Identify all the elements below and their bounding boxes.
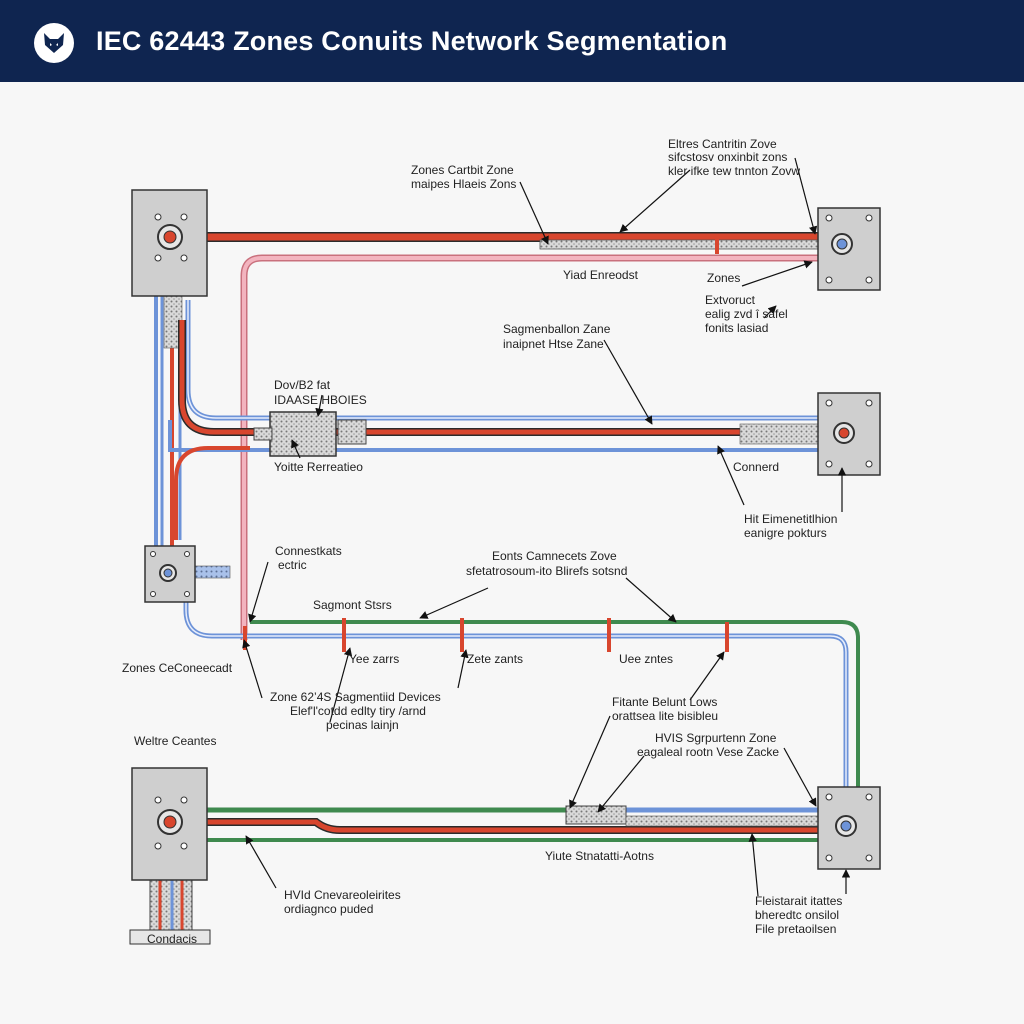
label-bheredtc-onsilol: bheredtc onsilol [755, 908, 839, 922]
label-idaase-hboies: IDAASE HBOIES [274, 393, 367, 407]
device-top-left [131, 189, 208, 297]
label-kler-ifke: kler ifke tew tnnton Zovw [668, 164, 800, 178]
label-hvid-cnevareoleirites: HVId Cnevareoleirites [284, 888, 401, 902]
page-title: IEC 62443 Zones Conuits Network Segmenta… [96, 26, 728, 56]
label-zete-zants: Zete zants [467, 652, 523, 666]
label-fitante-belunt-lows: Fitante Belunt Lows [612, 695, 717, 709]
label-hit-eimenetitlhion: Hit Eimenetitlhion [744, 512, 837, 526]
label-eleflcotdd: Elef'l'cotdd edlty tiry /arnd [290, 704, 426, 718]
label-fonits-lasiad: fonits lasiad [705, 321, 768, 335]
label-zones: Zones [707, 271, 740, 285]
conduits-box [129, 929, 211, 945]
label-connerd: Connerd [733, 460, 779, 474]
label-zones-ceconeecadt: Zones CeConeecadt [122, 661, 233, 675]
label-orattsea-lite: orattsea lite bisibleu [612, 709, 718, 723]
label-ectric: ectric [278, 558, 307, 572]
label-sagmont-stsrs: Sagmont Stsrs [313, 598, 392, 612]
label-yoitte-rerreatieo: Yoitte Rerreatieo [274, 460, 363, 474]
conduit-lines [149, 232, 860, 933]
label-uee-zntes: Uee zntes [619, 652, 673, 666]
left-junction-block [269, 411, 337, 457]
green-loop-conduit [250, 620, 860, 790]
label-sfetatrosoum: sfetatrosoum-ito Blirefs sotsnd [466, 564, 627, 578]
label-yee-zarrs: Yee zarrs [349, 652, 399, 666]
label-eltres-cantritin-zove: Eltres Cantritin Zove [668, 137, 777, 151]
label-eagaleal-rootn: eagaleal rootn Vese Zacke [637, 745, 779, 759]
wolf-logo-icon [34, 23, 74, 63]
diagram-labels: Zones Cartbit Zone maipes Hlaeis Zons El… [122, 137, 842, 946]
label-yiad-enreodst: Yiad Enreodst [563, 268, 639, 282]
label-file-pretaoilsen: File pretaoilsen [755, 922, 836, 936]
label-weltre-ceantes: Weltre Ceantes [134, 734, 216, 748]
label-zone-6245-sagmentiid: Zone 62’4S Sagmentiid Devices [270, 690, 441, 704]
label-yiute-stnatatti-aotns: Yiute Stnatatti-Aotns [545, 849, 654, 863]
label-dovb2-fat: Dov/B2 fat [274, 378, 331, 392]
device-bottom-right [817, 786, 881, 870]
callout-arrows [242, 157, 851, 897]
label-ordiagnco-puded: ordiagnco puded [284, 902, 373, 916]
bottom-hatched-segment [565, 805, 627, 825]
device-bottom-left [131, 767, 208, 881]
label-hvis-sgrpurtenn-zone: HVIS Sgrpurtenn Zone [655, 731, 777, 745]
label-zones-cartbit-zone: Zones Cartbit Zone [411, 163, 514, 177]
device-small-left [144, 545, 196, 603]
device-middle-right [817, 392, 881, 476]
top-hatched-segment [539, 239, 819, 250]
label-condacis: Condacis [147, 932, 197, 946]
label-connestkats: Connestkats [275, 544, 342, 558]
label-eonts-camnecets-zove: Eonts Camnecets Zove [492, 549, 617, 563]
label-extvoruct: Extvoruct [705, 293, 756, 307]
network-segmentation-diagram: Zones Cartbit Zone maipes Hlaeis Zons El… [122, 137, 881, 946]
label-sifcstosv: sifcstosv onxinbit zons [668, 150, 787, 164]
label-ealig: ealig zvd î safel [705, 307, 788, 321]
label-maipes-hlaeis-zons: maipes Hlaeis Zons [411, 177, 516, 191]
label-eanigre-pokturs: eanigre pokturs [744, 526, 827, 540]
label-inaipnet-htse-zane: inaipnet Htse Zane [503, 337, 604, 351]
device-top-right [817, 207, 881, 291]
label-sagmenballon-zane: Sagmenballon Zane [503, 322, 611, 336]
header-bar: IEC 62443 Zones Conuits Network Segmenta… [0, 0, 1024, 82]
label-fleistarait-itattes: Fleistarait itattes [755, 894, 842, 908]
label-pecinas-lainjn: pecinas lainjn [326, 718, 399, 732]
